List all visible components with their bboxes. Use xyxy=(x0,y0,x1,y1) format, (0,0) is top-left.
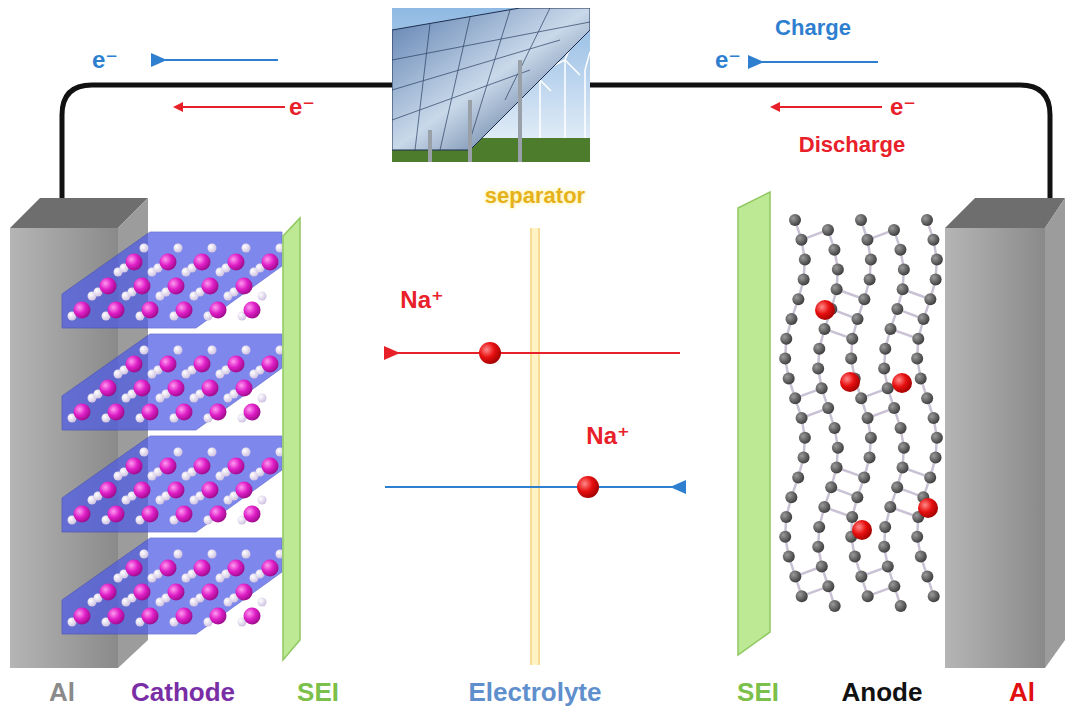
ion-label: Na⁺ xyxy=(400,287,443,313)
part-label: Al xyxy=(49,678,75,707)
part-label: Anode xyxy=(842,678,923,707)
electron-label: e⁻ xyxy=(715,47,741,73)
part-label: Al xyxy=(1009,678,1035,707)
separator-label: separator xyxy=(485,184,585,208)
electron-label: e⁻ xyxy=(890,94,916,120)
ion-label: Na⁺ xyxy=(586,423,629,449)
charge-label: Charge xyxy=(775,16,851,40)
part-label: SEI xyxy=(297,678,339,707)
electron-label: e⁻ xyxy=(92,47,118,73)
electron-label: e⁻ xyxy=(289,94,315,120)
part-label: Cathode xyxy=(131,678,235,707)
discharge-label: Discharge xyxy=(799,133,905,157)
part-label: SEI xyxy=(737,678,779,707)
part-label: Electrolyte xyxy=(469,678,602,707)
